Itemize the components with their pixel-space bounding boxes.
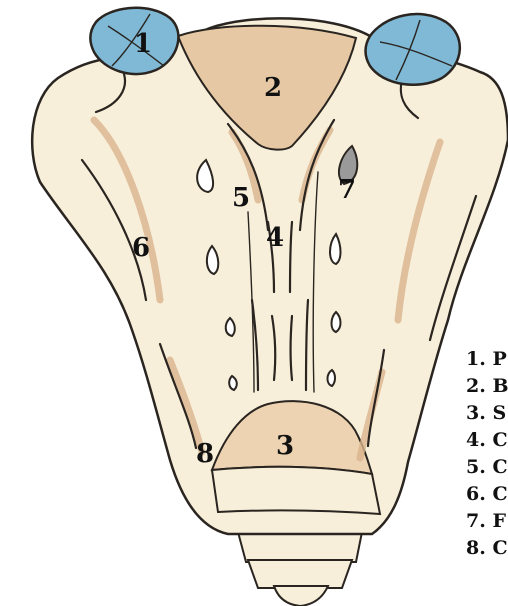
label-4: 4 — [266, 223, 284, 253]
label-8: 8 — [196, 439, 214, 469]
foramen — [332, 312, 341, 332]
legend-item: 8. C — [466, 535, 508, 562]
label-1: 1 — [134, 29, 152, 59]
label-3: 3 — [276, 431, 294, 461]
legend-item: 6. C — [466, 481, 508, 508]
foramen — [229, 376, 237, 390]
legend-item: 4. C — [466, 427, 508, 454]
cartilage-right — [366, 14, 460, 85]
apex-band — [212, 467, 380, 514]
foramen — [328, 370, 336, 386]
legend-item: 7. F — [466, 508, 508, 535]
label-2: 2 — [264, 73, 282, 103]
legend-item: 5. C — [466, 454, 508, 481]
coccyx-segment — [238, 532, 362, 562]
label-5: 5 — [232, 183, 250, 213]
foramen — [226, 318, 235, 336]
coccyx-tip — [274, 586, 328, 606]
legend-item: 3. S — [466, 400, 508, 427]
legend-item: 2. B — [466, 373, 508, 400]
legend-item: 1. P — [466, 346, 508, 373]
legend: 1. P 2. B 3. S 4. C 5. C 6. C 7. F 8. C — [466, 346, 508, 562]
label-7: 7 — [338, 175, 356, 205]
coccyx-segment — [248, 560, 352, 588]
label-6: 6 — [132, 233, 150, 263]
